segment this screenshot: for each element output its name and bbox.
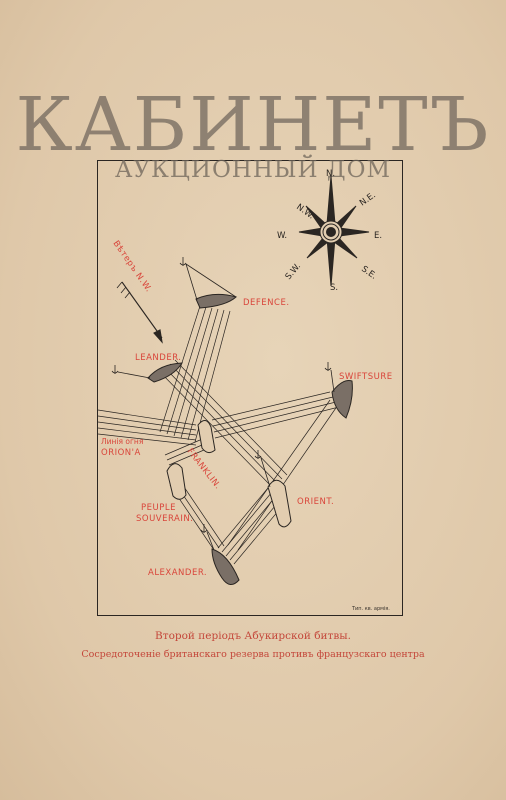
label-swiftsure: SWIFTSURE [339, 372, 393, 382]
watermark-title: КАБИНЕТЪ [15, 82, 491, 168]
label-defence: DEFENCE. [243, 298, 290, 308]
caption-title: Второй періодъ Абукирской битвы. [155, 630, 351, 642]
label-peuple: PEUPLE [141, 503, 176, 513]
anchor-icon [254, 450, 262, 459]
anchor-icon [200, 524, 208, 533]
anchor-icon [111, 365, 119, 374]
compass-s-label: S. [330, 283, 338, 293]
compass-ne-label: N.E. [358, 190, 378, 208]
compass-e-label: E. [374, 231, 382, 241]
anchor-icon [179, 257, 187, 266]
label-souverain: SOUVERAIN. [136, 514, 193, 524]
ships [147, 293, 353, 585]
ship-swiftsure [331, 380, 353, 419]
compass-n-label: N. [326, 169, 335, 179]
compass-rose [298, 175, 370, 287]
ship-peuple-souverain [166, 463, 187, 500]
label-franklin: FRANKLIN. [185, 447, 223, 492]
compass-se-label: S.E. [359, 264, 378, 281]
fire-lines [97, 305, 341, 565]
ship-franklin [197, 420, 216, 454]
label-orion: ORION'A [101, 448, 141, 458]
ship-alexander [211, 548, 240, 585]
wind-arrow [116, 281, 163, 344]
anchor-icon [324, 362, 332, 371]
compass-w-label: W. [277, 231, 287, 241]
label-orion-fire-line: Линія огня [101, 437, 143, 446]
anchor-lines [117, 263, 335, 551]
ship-defence [195, 293, 238, 309]
watermark-subtitle: АУКЦИОННЫЙ ДОМ [114, 157, 392, 183]
diagram-frame [97, 160, 403, 616]
wind-label: Вѣтеръ N.W. [111, 239, 154, 294]
label-orient: ORIENT. [297, 497, 334, 507]
label-alexander: ALEXANDER. [148, 568, 207, 578]
compass-nw-label: N.W. [294, 202, 315, 221]
caption-subtitle: Сосредоточеніе британскаго резерва проти… [81, 649, 425, 660]
label-leander: LEANDER. [135, 353, 182, 363]
anchor-icons [111, 257, 332, 533]
printer-mark: Тип. кв. армія. [352, 606, 390, 612]
compass-sw-label: S.W. [284, 262, 303, 282]
ship-leander [147, 362, 183, 383]
ship-orient [267, 479, 292, 528]
